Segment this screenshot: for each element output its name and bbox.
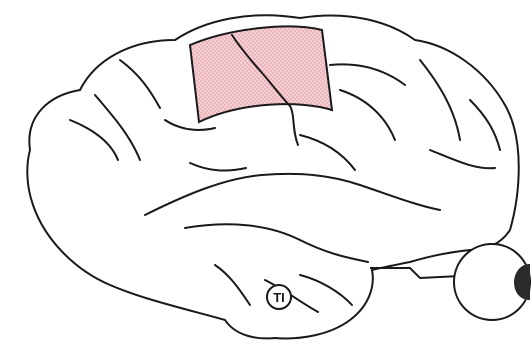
ti-label: TI (273, 290, 285, 305)
connector-line (370, 268, 460, 278)
ti-marker: TI (267, 285, 291, 309)
eye-icon (454, 244, 530, 320)
